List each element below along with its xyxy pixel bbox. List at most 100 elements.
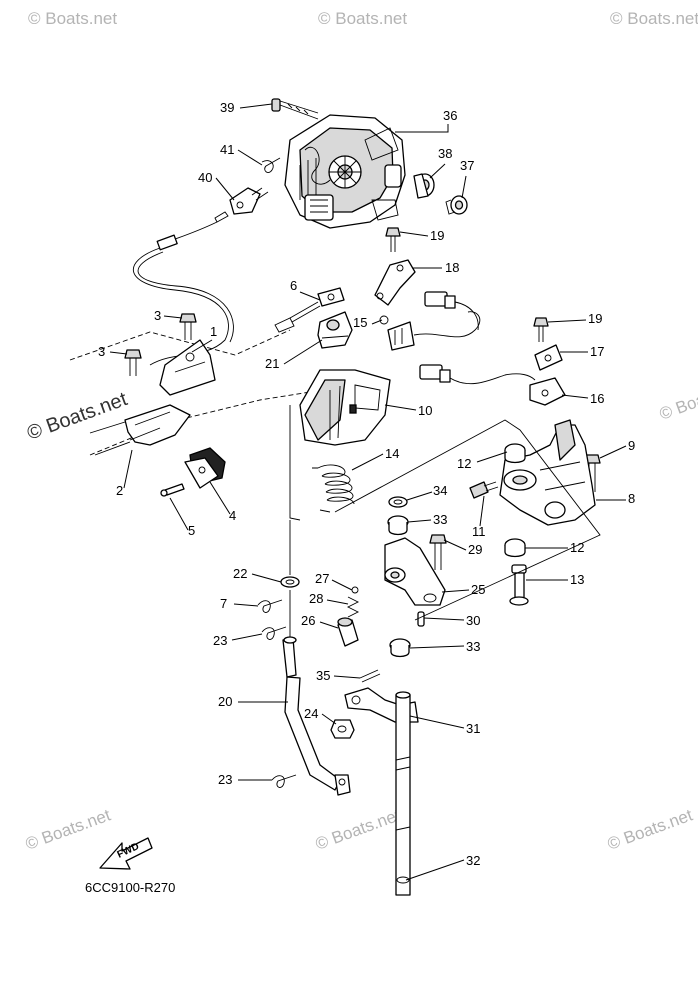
callout-number: 30 [466,613,480,628]
callout-26: 26 [301,613,339,629]
callout-number: 3 [154,308,161,323]
callout-18: 18 [412,260,459,275]
holder-18 [374,259,416,306]
callout-25: 25 [441,582,485,597]
callout-number: 33 [466,639,480,654]
holder-4 [184,447,226,489]
lever-plate-10 [289,369,391,521]
leader-line [479,495,485,527]
bushings-33 [387,515,411,658]
callout-number: 3 [98,344,105,359]
grommet-38 [413,173,435,199]
callout-23: 23 [218,772,272,787]
ball-27 [351,586,359,594]
callout-31: 31 [409,715,480,736]
watermark-top-right: © Boats.net [610,9,698,28]
clip-23-upper [261,626,287,640]
callout-17: 17 [560,344,604,359]
callout-number: 18 [445,260,459,275]
shift-shaft-31 [344,687,419,896]
callout-33: 33 [407,512,447,527]
bolts-3 [124,313,197,376]
callout-2: 2 [116,449,133,498]
callout-10: 10 [384,403,432,418]
callout-12: 12 [457,451,508,471]
callout-6: 6 [290,278,321,301]
callout-40: 40 [198,170,235,201]
callout-number: 28 [309,591,323,606]
leader-line [461,175,467,199]
leader-line [547,319,587,323]
callout-15: 15 [353,315,383,330]
callout-number: 38 [438,146,452,161]
callout-39: 39 [220,100,273,115]
callout-number: 8 [628,491,635,506]
callout-number: 29 [468,542,482,557]
callout-number: 36 [443,108,457,123]
o-ring-32 [396,876,410,884]
callout-30: 30 [423,613,480,628]
callout-number: 23 [218,772,232,787]
bolt-13 [509,564,529,606]
leader-line [406,491,433,501]
washer-34 [388,496,408,508]
leader-line [476,451,508,463]
callout-number: 2 [116,483,123,498]
callout-20: 20 [218,694,288,709]
collars-12 [504,443,526,558]
callout-3: 3 [98,344,128,359]
callout-12: 12 [525,540,584,555]
connector-lower [419,364,536,385]
callout-number: 17 [590,344,604,359]
holder-21 [317,311,353,349]
fwd-arrow-icon: FWD [99,837,153,870]
callout-27: 27 [315,571,353,591]
callout-5: 5 [169,497,195,538]
leader-line [237,149,263,166]
leader-line [331,579,353,591]
callout-number: 4 [229,508,236,523]
cable-joint-40 [229,187,269,215]
callout-36: 36 [395,108,457,133]
callout-1: 1 [191,324,217,353]
callout-number: 12 [457,456,471,471]
leader-line [215,177,235,201]
callout-41: 41 [220,142,263,166]
switch-16-17 [529,344,566,406]
callout-number: 9 [628,438,635,453]
throttle-cable [69,211,311,456]
connector-upper [424,291,479,331]
callout-number: 10 [418,403,432,418]
leader-line [599,445,627,459]
nut-24 [330,719,355,739]
leader-line [163,315,183,319]
part-shapes: FWD [69,98,601,896]
callout-9: 9 [599,438,635,459]
pin-35 [359,669,381,683]
leader-line [169,497,189,531]
leader-line [233,603,259,607]
bolt-29 [429,534,447,570]
callout-7: 7 [220,596,259,611]
leader-line [283,339,323,365]
callout-number: 24 [304,706,318,721]
group-frame [334,419,601,621]
leader-line [321,713,337,725]
clip-23-lower [271,774,297,788]
remote-control-box-36 [284,114,406,229]
leader-line [109,351,128,355]
callout-number: 6 [290,278,297,293]
callout-16: 16 [561,391,604,406]
callout-28: 28 [309,591,349,606]
joint-6 [274,287,345,333]
washer-22 [280,520,300,640]
watermark-bottom-left: © Boats.net [23,805,113,853]
leader-line [384,404,417,411]
plug-37 [445,195,468,215]
leader-line [561,394,589,399]
callout-number: 14 [385,446,399,461]
callout-38: 38 [429,146,452,179]
callout-21: 21 [265,339,323,371]
leader-line [123,449,133,489]
leader-line [319,621,339,629]
